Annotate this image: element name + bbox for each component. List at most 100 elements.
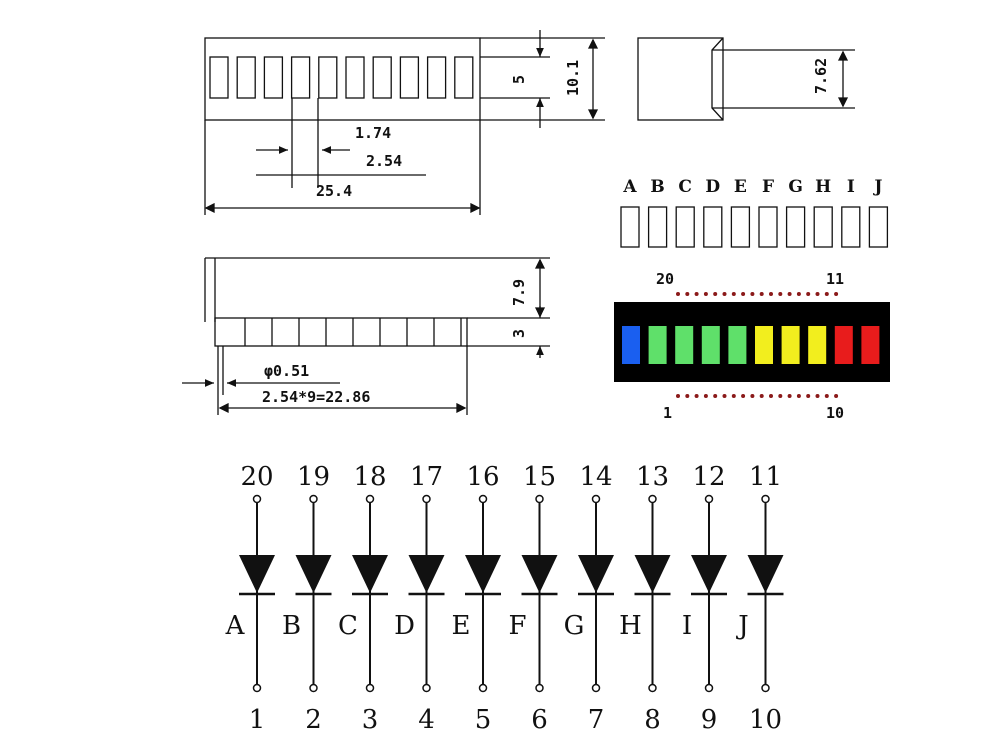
diode-triangle <box>521 555 558 593</box>
pin-dot <box>750 292 755 296</box>
dim-width: 7.62 <box>812 58 830 94</box>
cathode-terminal <box>422 683 431 693</box>
diode-letter: G <box>564 611 585 641</box>
pin-dot <box>722 394 727 398</box>
pin-label-10: 10 <box>826 404 844 422</box>
pin-dot <box>787 394 792 398</box>
diode-letter: E <box>452 611 471 641</box>
diode-letter: A <box>225 611 246 641</box>
diode-letter: D <box>394 611 415 641</box>
pin-label-1: 1 <box>663 404 672 422</box>
cathode-terminal <box>704 683 714 693</box>
side-view <box>637 37 855 121</box>
led-segment <box>834 326 853 364</box>
pin-dot <box>778 394 783 398</box>
pin-dot <box>769 394 773 398</box>
top-view-segment <box>345 56 365 99</box>
cathode-terminal <box>252 683 262 693</box>
top-view-segment <box>263 56 284 99</box>
diode-triangle <box>578 555 614 593</box>
cathode-terminal <box>761 683 770 693</box>
diode-triangle <box>408 555 445 593</box>
top-view-segment <box>426 56 447 99</box>
pin-dot <box>694 292 699 296</box>
dim-pitch: 2.54 <box>366 152 402 170</box>
anode-terminal <box>365 494 375 504</box>
anode-terminal <box>422 494 431 504</box>
pin-dot <box>787 292 792 296</box>
top-view-body <box>204 37 481 121</box>
pin-dot <box>741 292 746 296</box>
pin-dot <box>806 292 811 296</box>
led-segment <box>861 326 880 364</box>
pin-dot <box>713 292 718 296</box>
anode-terminal <box>704 494 714 504</box>
anode-pin-number: 16 <box>466 462 499 492</box>
pin-dot <box>713 394 718 398</box>
led-segment <box>622 326 640 364</box>
pin-dot <box>759 394 764 398</box>
dim-pitch-inner: 1.74 <box>355 124 391 142</box>
top-view-segment <box>318 56 338 99</box>
top-view-segments <box>209 56 474 99</box>
pin-dot <box>741 394 746 398</box>
cathode-pin-number: 1 <box>249 705 266 735</box>
dim-length: 25.4 <box>316 182 352 200</box>
segment-letter: A <box>622 177 637 197</box>
pin-dot <box>806 394 811 398</box>
diode-letter: J <box>735 611 748 641</box>
segment-letter-box <box>813 206 833 248</box>
dim-pin-length: 3 <box>510 329 528 338</box>
top-view-segment <box>372 56 392 99</box>
top-view-segment <box>236 56 256 99</box>
cathode-terminal <box>309 683 318 693</box>
top-view-segment <box>209 56 229 99</box>
cathode-terminal <box>478 683 488 693</box>
pin-dot <box>685 394 690 398</box>
pin-dot <box>731 292 736 296</box>
anode-terminal <box>648 494 657 504</box>
dim-body-height: 7.9 <box>510 279 528 306</box>
led-segment <box>728 326 747 364</box>
segment-letter-box <box>730 206 751 248</box>
segment-letter: I <box>847 177 855 197</box>
led-bar-segments <box>622 326 880 364</box>
diode-letter: C <box>338 611 358 641</box>
pin-label-20: 20 <box>656 270 674 288</box>
segment-letter-box <box>675 206 695 248</box>
pin-dot <box>769 292 773 296</box>
diode-letter: I <box>682 611 692 641</box>
pin-dot <box>778 292 783 296</box>
segment-letter-box <box>841 206 861 248</box>
pin-dot <box>796 292 801 296</box>
cathode-terminal <box>535 683 544 693</box>
cathode-pin-number: 4 <box>418 705 435 735</box>
led-segment <box>808 326 827 364</box>
cathode-terminal <box>648 683 657 693</box>
segment-letter: J <box>872 177 882 197</box>
anode-pin-number: 17 <box>410 462 443 492</box>
pin-dot <box>703 292 708 296</box>
pin-dot <box>824 292 829 296</box>
segment-letter: G <box>788 177 803 197</box>
pin-dot <box>722 292 727 296</box>
segment-letter: B <box>650 177 664 197</box>
diode-letter: F <box>508 611 526 641</box>
anode-terminal <box>309 494 318 504</box>
bottom-pin-dots <box>676 394 839 398</box>
pin-dot <box>676 292 680 296</box>
led-segment <box>648 326 667 364</box>
pin-dot <box>796 394 801 398</box>
pin-dot <box>694 394 699 398</box>
led-segment <box>755 326 773 364</box>
pin-label-11: 11 <box>826 270 844 288</box>
segment-letter-box <box>758 206 778 248</box>
anode-terminal <box>591 494 601 504</box>
